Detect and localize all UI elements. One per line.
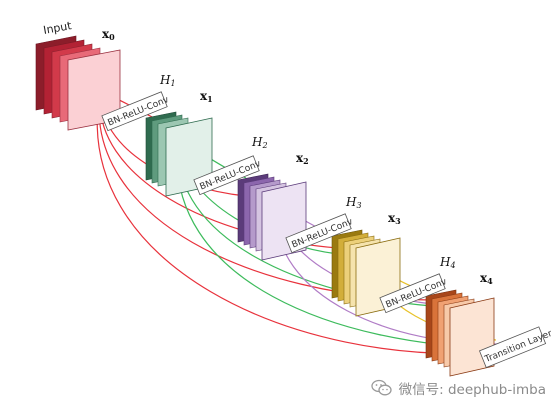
- x4-label: x4: [480, 271, 493, 286]
- input-label: Input: [42, 19, 73, 37]
- h1-label: H1: [159, 73, 176, 88]
- x0-label: x0: [102, 27, 115, 42]
- h4-label: H4: [439, 255, 456, 270]
- h2-stack: [237, 173, 307, 261]
- transition-box: [478, 326, 547, 369]
- h3-label: H3: [345, 195, 362, 210]
- x1-label: x1: [200, 89, 213, 104]
- wechat-icon: [370, 379, 393, 397]
- h3-stack: [331, 229, 401, 317]
- input-stack: [35, 35, 121, 131]
- watermark: 微信号: deephub-imba: [370, 378, 546, 398]
- bn-box-3: [285, 213, 352, 254]
- bn-box-4: [379, 273, 446, 314]
- x2-label: x2: [296, 151, 309, 166]
- x3-label: x3: [388, 211, 401, 226]
- bn-box-2: [193, 155, 260, 196]
- h1-stack: [145, 111, 213, 197]
- h2-label: H2: [251, 135, 268, 150]
- h4-stack: [425, 289, 495, 377]
- curve-x0-to-transition: [96, 91, 501, 355]
- watermark-text: 微信号: deephub-imba: [398, 382, 546, 398]
- bn-box-1: [101, 91, 168, 132]
